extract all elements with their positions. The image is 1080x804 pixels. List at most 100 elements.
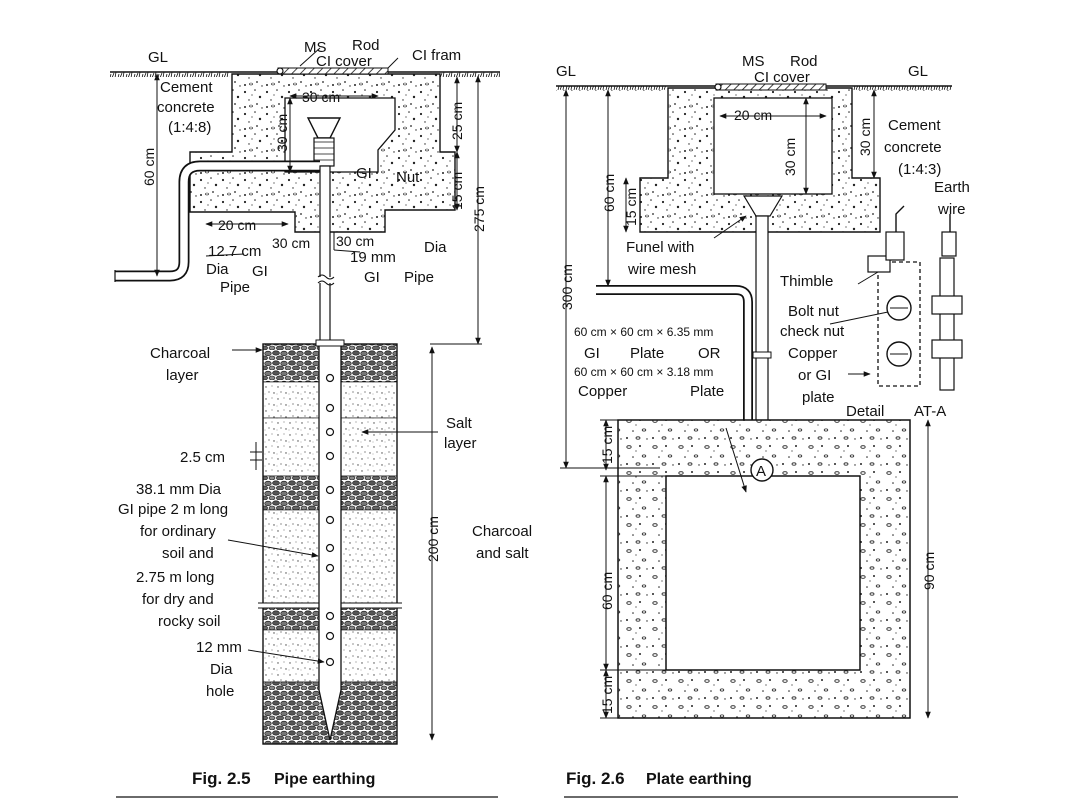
gi-pipe-desc-line: 38.1 mm Dia	[136, 481, 222, 498]
pipe-cement-label-3: (1:4:8)	[168, 119, 211, 136]
pipe-12-7-label-4: Pipe	[220, 279, 250, 296]
pipe-holes	[325, 373, 335, 667]
fig-2-6-number: Fig. 2.6	[566, 769, 625, 788]
plate-spec-1: 60 cm × 60 cm × 6.35 mm	[574, 325, 713, 339]
plate-funnel	[742, 195, 784, 217]
pipe-ms-label: MS	[304, 39, 327, 56]
plate-dim-15cm-bottom: 15 cm	[599, 676, 615, 714]
plate-spec-plate-2: Plate	[690, 383, 724, 400]
plate-spec-copper: Copper	[578, 383, 627, 400]
hole-label-1: 12 mm	[196, 639, 242, 656]
funnel-label-1: Funel with	[626, 239, 694, 256]
gi-pipe-desc-line: for dry and	[142, 591, 214, 608]
pipe-19mm-label-1: 19 mm	[350, 249, 396, 266]
copper-label-1: Copper	[788, 345, 837, 362]
plate-spec-or: OR	[698, 345, 721, 362]
fig-2-5-title: Pipe earthing	[274, 771, 375, 788]
plate-dim-90cm: 90 cm	[921, 552, 937, 590]
pipe-19mm-label-2: Dia	[424, 239, 447, 256]
fig-2-6-title: Plate earthing	[646, 771, 752, 788]
plate-rod-label: Rod	[790, 53, 818, 70]
pipe-ci-frame-label: CI fram	[412, 47, 461, 64]
plate-gl-right: GL	[908, 63, 928, 80]
plate-cement-label-2: concrete	[884, 139, 942, 156]
pipe-cement-label-1: Cement	[160, 79, 213, 96]
detail-label: Detail	[846, 403, 884, 420]
plate-cement-label-1: Cement	[888, 117, 941, 134]
pipe-12-7-label-2: Dia	[206, 261, 229, 278]
plate-dim-30cm-right: 30 cm	[857, 118, 873, 156]
pipe-dim-30cm-b: 30 cm	[336, 233, 374, 249]
pipe-rod-label: Rod	[352, 37, 380, 54]
gi-pipe-desc-line: rocky soil	[158, 613, 221, 630]
plate-dim-30cm: 30 cm	[782, 138, 798, 176]
earth-wire-icon	[895, 205, 905, 232]
gi-pipe-19mm	[319, 165, 331, 345]
thimble-icon	[885, 231, 905, 261]
pipe-dim-20cm: 20 cm	[218, 217, 256, 233]
pipe-12-7-label-3: GI	[252, 263, 268, 280]
plate-dim-20cm: 20 cm	[734, 107, 772, 123]
thimble-label: Thimble	[780, 273, 833, 290]
plate-earthing-figure: A	[556, 53, 970, 798]
plate-cement-label-3: (1:4:3)	[898, 161, 941, 178]
plate-dim-15cm-top: 15 cm	[623, 188, 639, 226]
pipe-dim-200cm: 200 cm	[425, 516, 441, 562]
pipe-nut-label: Nut	[396, 169, 420, 186]
gi-pipe-desc-line: GI pipe 2 m long	[118, 501, 228, 518]
marker-a-label: A	[756, 463, 766, 480]
plate-ci-cover-label: CI cover	[754, 69, 810, 86]
plate-gl-left: GL	[556, 63, 576, 80]
salt-layer-label-1: Salt	[446, 415, 473, 432]
copper-label-3: plate	[802, 389, 835, 406]
pipe-19mm-label-3: GI	[364, 269, 380, 286]
plate-ms-rod	[714, 83, 722, 91]
plate-dim-15cm-mid: 15 cm	[599, 426, 615, 464]
inspection-chamber	[284, 97, 396, 173]
pipe-19mm-label-4: Pipe	[404, 269, 434, 286]
earth-plate	[665, 475, 861, 671]
plate-spec-plate: Plate	[630, 345, 664, 362]
detail-at-a	[829, 205, 963, 391]
pipe-12-7-label-1: 12.7 cm	[208, 243, 261, 260]
earth-wire-label-2: wire	[937, 201, 966, 218]
hole-label-2: Dia	[210, 661, 233, 678]
pipe-dim-30cm-vert: 30 cm	[274, 114, 290, 152]
pipe-dim-275cm: 275 cm	[471, 186, 487, 232]
charcoal-salt-label-2: and salt	[476, 545, 529, 562]
pipe-dim-25cm: 25 cm	[449, 102, 465, 140]
pipe-earthing-figure: GL MS Rod CI cover CI fram Cement concre…	[110, 37, 532, 798]
pipe-dim-60cm: 60 cm	[141, 148, 157, 186]
plate-ms-label: MS	[742, 53, 765, 70]
bolt-label-1: Bolt nut	[788, 303, 840, 320]
gi-pipe-desc-line: soil and	[162, 545, 214, 562]
pipe-ci-cover-label: CI cover	[316, 53, 372, 70]
funnel-label-2: wire mesh	[627, 261, 696, 278]
fig-2-5-number: Fig. 2.5	[192, 769, 251, 788]
salt-layer-label-2: layer	[444, 435, 477, 452]
earth-wire-label-1: Earth	[934, 179, 970, 196]
pipe-gl-label: GL	[148, 49, 168, 66]
charcoal-layer-label-2: layer	[166, 367, 199, 384]
pipe-dim-30cm-a: 30 cm	[272, 235, 310, 251]
charcoal-salt-label-1: Charcoal	[472, 523, 532, 540]
hole-label-3: hole	[206, 683, 234, 700]
charcoal-layer-label-1: Charcoal	[150, 345, 210, 362]
plate-spec-gi: GI	[584, 345, 600, 362]
pipe-dim-15cm: 15 cm	[449, 172, 465, 210]
gi-pipe-38-1mm	[318, 343, 342, 741]
gi-pipe-desc-line: for ordinary	[140, 523, 216, 540]
gi-pipe-description: 38.1 mm Dia GI pipe 2 m long for ordinar…	[118, 481, 228, 630]
pipe-cement-label-2: concrete	[157, 99, 215, 116]
plate-dim-60cm-top: 60 cm	[601, 174, 617, 212]
gi-pipe-desc-line: 2.75 m long	[136, 569, 214, 586]
pipe-dim-30cm-top: 30 cm	[302, 89, 340, 105]
plate-chamber	[713, 97, 833, 195]
bolt-label-2: check nut	[780, 323, 845, 340]
marker-a	[750, 458, 774, 482]
copper-label-2: or GI	[798, 367, 831, 384]
pipe-dim-2-5cm: 2.5 cm	[180, 449, 225, 466]
plate-dim-300cm: 300 cm	[559, 264, 575, 310]
pipe-gi-label: GI	[356, 165, 372, 182]
